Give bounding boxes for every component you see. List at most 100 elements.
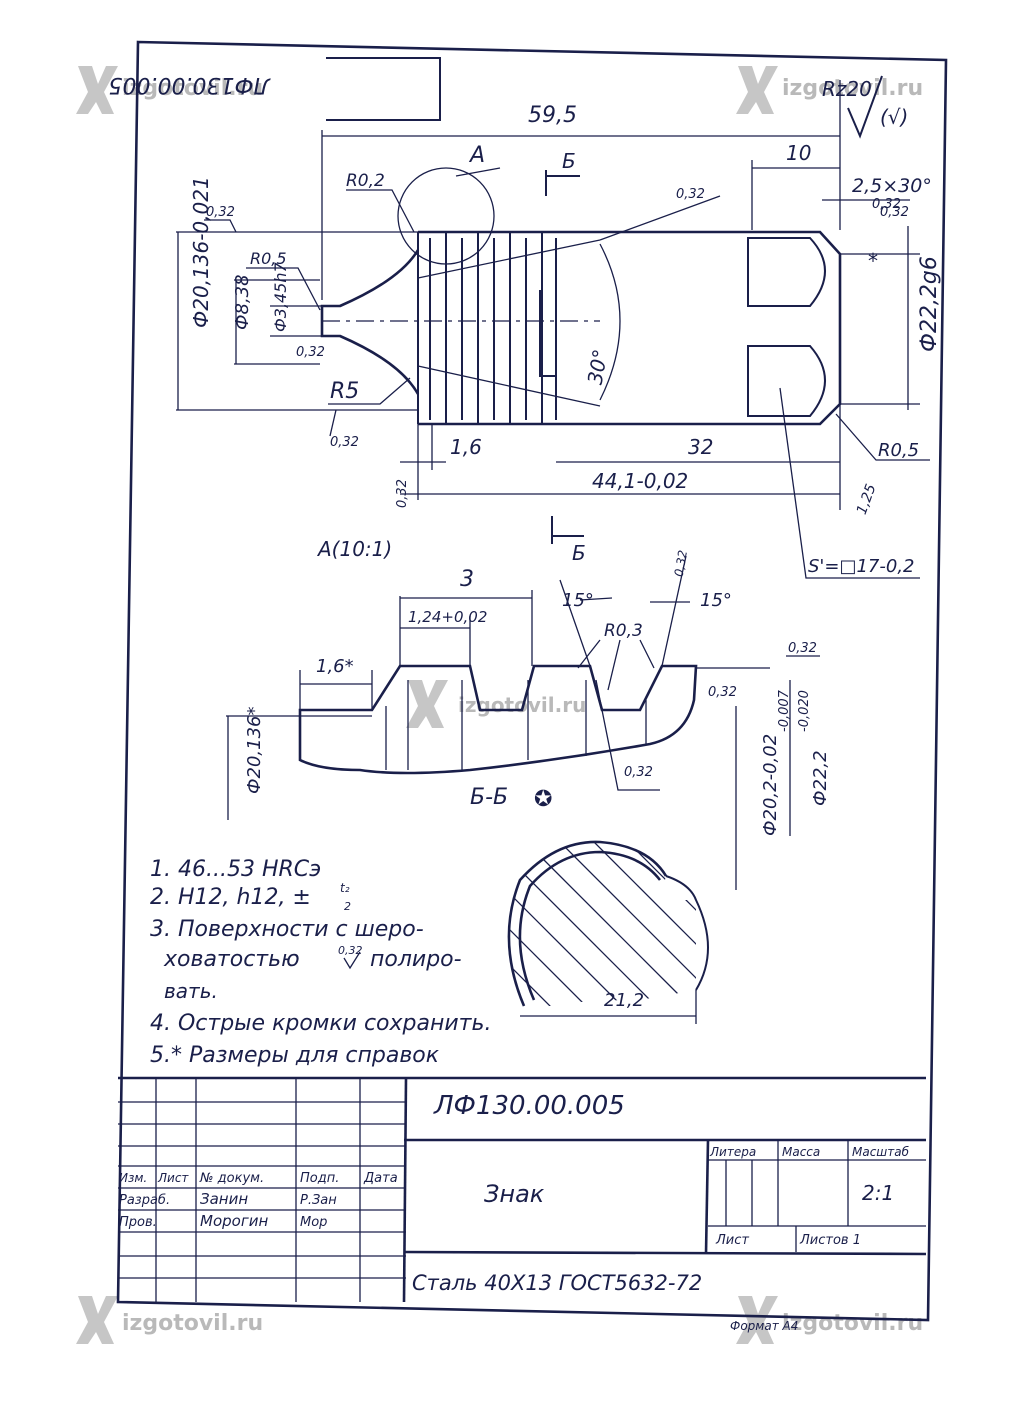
- title-material: Сталь 40Х13 ГОСТ5632-72: [412, 1271, 702, 1295]
- row-razrab-signature: Р.Зан: [300, 1193, 337, 1208]
- watermark-bottom-left: izgotovil.ru: [76, 1296, 263, 1344]
- roughness-mark: 0,32: [676, 187, 705, 202]
- detail-angle-right: 15°: [700, 590, 732, 611]
- detail-dia-222-tol-upper: -0,007: [777, 689, 792, 732]
- col-doc: № докум.: [199, 1171, 264, 1186]
- row-prov-name: Морогин: [200, 1212, 268, 1230]
- rotated-code-box: ЛФ130.00.005: [109, 57, 441, 121]
- title-part-name: Знак: [484, 1180, 545, 1208]
- detail-angle-left: 15°: [562, 590, 594, 611]
- col-list: Лист: [157, 1171, 189, 1185]
- note-3-cont: ховатостью: [163, 947, 300, 972]
- dim-dia-345: Ф3,45h7: [271, 261, 290, 332]
- part-body-outline: [418, 230, 842, 426]
- title-drawing-code: ЛФ130.00.005: [433, 1091, 625, 1121]
- roughness-mark: 0,32: [330, 435, 359, 450]
- row-prov-signature: Мор: [300, 1215, 327, 1230]
- roughness-mark: 0,32: [880, 205, 909, 220]
- section-bb-view: Б-Б ✪ 21,2: [470, 785, 709, 1024]
- detail-radius: R0,3: [604, 621, 643, 641]
- dim-r05-left: R0,5: [250, 249, 287, 268]
- detail-rough-4: 0,32: [624, 765, 653, 780]
- technical-notes: 1. 46...53 HRCэ 2. H12, h12, ± t₂ 2 3. П…: [150, 857, 491, 1068]
- detail-rough-3: 0,32: [708, 685, 737, 700]
- dim-dia-right: Ф22,2g6: [917, 256, 942, 352]
- angle-arc: [599, 243, 621, 401]
- scale-value: 2:1: [862, 1181, 894, 1205]
- section-b-top-label: Б: [562, 149, 576, 173]
- hex-flat-lower: [747, 345, 826, 417]
- sheet-frame: [116, 40, 948, 1322]
- detail-pitch: 3: [460, 567, 474, 592]
- label-masshtab: Масштаб: [852, 1145, 910, 1159]
- detail-tooth-width: 1,24+0,02: [408, 608, 487, 626]
- watermark-top-left: izgotovil.ru: [76, 66, 263, 114]
- note-4: 4. Острые кромки сохранить.: [150, 1011, 491, 1036]
- main-part-view: 59,5 10 2,5×30° 0,32 30°: [176, 80, 942, 579]
- dim-r05-right: R0,5: [878, 440, 919, 461]
- dim-dia-838: Ф8,38: [232, 274, 253, 330]
- section-width: 21,2: [604, 990, 644, 1011]
- dim-overall-length: 59,5: [528, 103, 577, 128]
- hex-flat-upper: [747, 237, 826, 307]
- note-3-end: вать.: [164, 979, 218, 1003]
- title-block-grid: [118, 1078, 926, 1302]
- section-bb-title: Б-Б: [470, 785, 508, 810]
- watermark-bottom-right: izgotovil.ru: [736, 1296, 923, 1344]
- dim-s-square: S'=□17-0,2: [808, 556, 915, 577]
- detail-rough-2: 0,32: [788, 641, 817, 656]
- dim-r5: R5: [330, 379, 359, 404]
- code-box-border: [326, 57, 441, 121]
- roughness-check-icon: [847, 75, 883, 139]
- label-listov: Листов 1: [799, 1233, 861, 1248]
- roughness-mark: 0,32: [296, 345, 325, 360]
- section-outer-arc: [665, 875, 709, 991]
- thread-teeth: [417, 232, 557, 424]
- taper-lines: [417, 239, 601, 407]
- dim-dia-right-star: *: [868, 249, 878, 273]
- watermark-text: izgotovil.ru: [122, 1311, 263, 1336]
- roughness-mark: 0,32: [395, 479, 410, 508]
- note-1: 1. 46...53 HRCэ: [150, 857, 321, 882]
- label-massa: Масса: [782, 1145, 820, 1159]
- note-3-rough: 0,32: [338, 944, 363, 957]
- watermark-logo-icon: [406, 680, 448, 728]
- roughness-check-icon: [343, 951, 361, 970]
- thread-profile-hatch: [385, 680, 647, 770]
- dim-tail-125: 1,25: [854, 482, 880, 517]
- roughness-mark: 0,32: [206, 205, 235, 220]
- detail-dia-202: Ф20,2-0,02: [760, 734, 781, 836]
- watermark-logo-icon: [736, 1296, 778, 1344]
- watermark-text: izgotovil.ru: [122, 76, 263, 101]
- note-3-polish: полиро-: [370, 947, 462, 972]
- section-mark-top: [545, 170, 580, 196]
- watermark-logo-icon: [76, 66, 118, 114]
- dim-len-10: 10: [786, 141, 811, 165]
- row-razrab-label: Разраб.: [119, 1193, 170, 1208]
- detail-a-label: А: [468, 143, 485, 168]
- dim-len-32: 32: [688, 435, 713, 459]
- section-b-bottom-label: Б: [572, 541, 586, 565]
- label-litera: Литера: [709, 1145, 756, 1159]
- row-prov-label: Пров.: [119, 1215, 157, 1230]
- watermark-logo-icon: [736, 66, 778, 114]
- detail-dia-left: Ф20,136*: [244, 707, 265, 794]
- watermark-logo-icon: [76, 1296, 118, 1344]
- note-2-fraction-top: t₂: [340, 881, 350, 895]
- detail-dia-222-tol-lower: -0,020: [797, 690, 812, 732]
- general-roughness-bracket: (√): [880, 105, 908, 129]
- detail-dia-222: Ф22,2: [810, 750, 831, 806]
- dim-len-16: 1,6: [450, 435, 482, 459]
- note-2: 2. H12, h12, ±: [150, 885, 311, 910]
- label-format: Формат А4: [730, 1319, 798, 1333]
- row-razrab-name: Занин: [200, 1190, 248, 1208]
- dim-dia-left: Ф20,136-0,021: [189, 176, 213, 328]
- section-bb-rotate-icon: ✪: [534, 787, 552, 812]
- thread-profile: [298, 664, 698, 775]
- detail-a-view: А(10:1) 3 1,24+0,02 15° 15° 0,32 R0,3: [226, 537, 831, 890]
- title-block: ЛФ130.00.005 Знак Сталь 40Х13 ГОСТ5632-7…: [118, 1076, 927, 1333]
- watermark-text: izgotovil.ru: [782, 76, 923, 101]
- note-2-fraction-bottom: 2: [344, 900, 351, 913]
- detail-a-circle: [397, 167, 495, 265]
- dim-r02: R0,2: [346, 171, 385, 191]
